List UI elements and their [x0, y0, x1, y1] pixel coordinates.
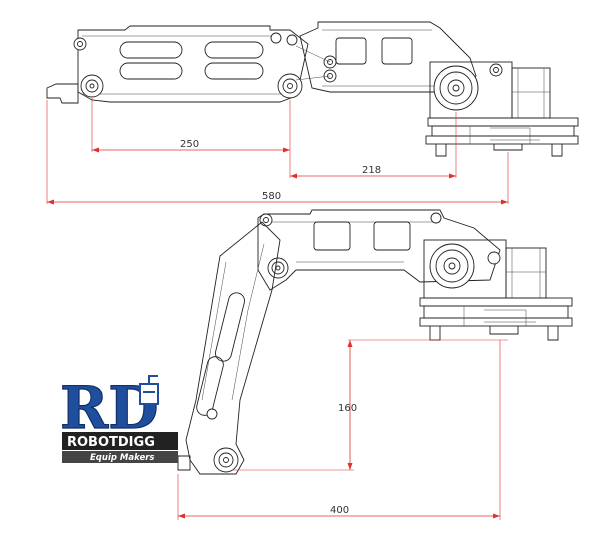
logo-tagline: Equip Makers: [90, 453, 154, 463]
second-link: [299, 21, 477, 93]
first-link: [77, 25, 309, 103]
upper-link: [257, 209, 501, 291]
logo-brand: ROBOTDIGG: [67, 435, 155, 450]
dimension-250: 250: [180, 139, 199, 150]
bottom-dimensions: 160 400: [177, 339, 508, 520]
dimension-218: 218: [362, 165, 381, 176]
gripper-icon: [139, 375, 159, 405]
dimension-580: 580: [262, 191, 281, 202]
folded-arm-view: [177, 209, 573, 475]
dimension-400: 400: [330, 505, 349, 516]
dimension-160: 160: [338, 403, 357, 414]
top-dimensions: 250 218 580: [46, 98, 509, 205]
extended-arm-view: [46, 21, 579, 157]
robotdigg-logo: RD ROBOTDIGG Equip Makers: [59, 373, 178, 463]
lower-link: [185, 221, 281, 475]
